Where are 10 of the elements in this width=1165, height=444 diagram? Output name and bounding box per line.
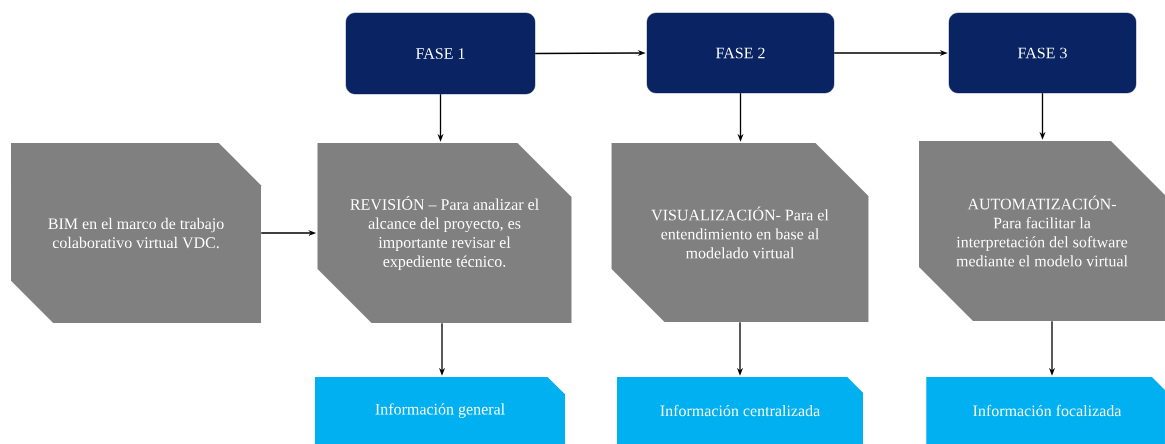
step-box: REVISIÓN – Para analizar el alcance del proyecto, es importante revisar el expediente técnico. [317, 143, 572, 323]
step-box: BIM en el marco de trabajo colaborativo virtual VDC. [11, 143, 261, 323]
phase-box: FASE 1 [345, 12, 536, 95]
info-box: Información centralizada [617, 377, 863, 444]
phase-box: FASE 2 [646, 12, 835, 94]
step-box: VISUALIZACIÓN- Para el entendimiento en base al modelado virtual [611, 143, 869, 322]
step-box: AUTOMATIZACIÓN- Para facilitar la interpretación del software mediante el modelo virtual [919, 141, 1165, 321]
phase-box: FASE 3 [948, 12, 1137, 94]
info-box: Información general [315, 377, 565, 444]
info-box: Información focalizada [926, 377, 1165, 444]
